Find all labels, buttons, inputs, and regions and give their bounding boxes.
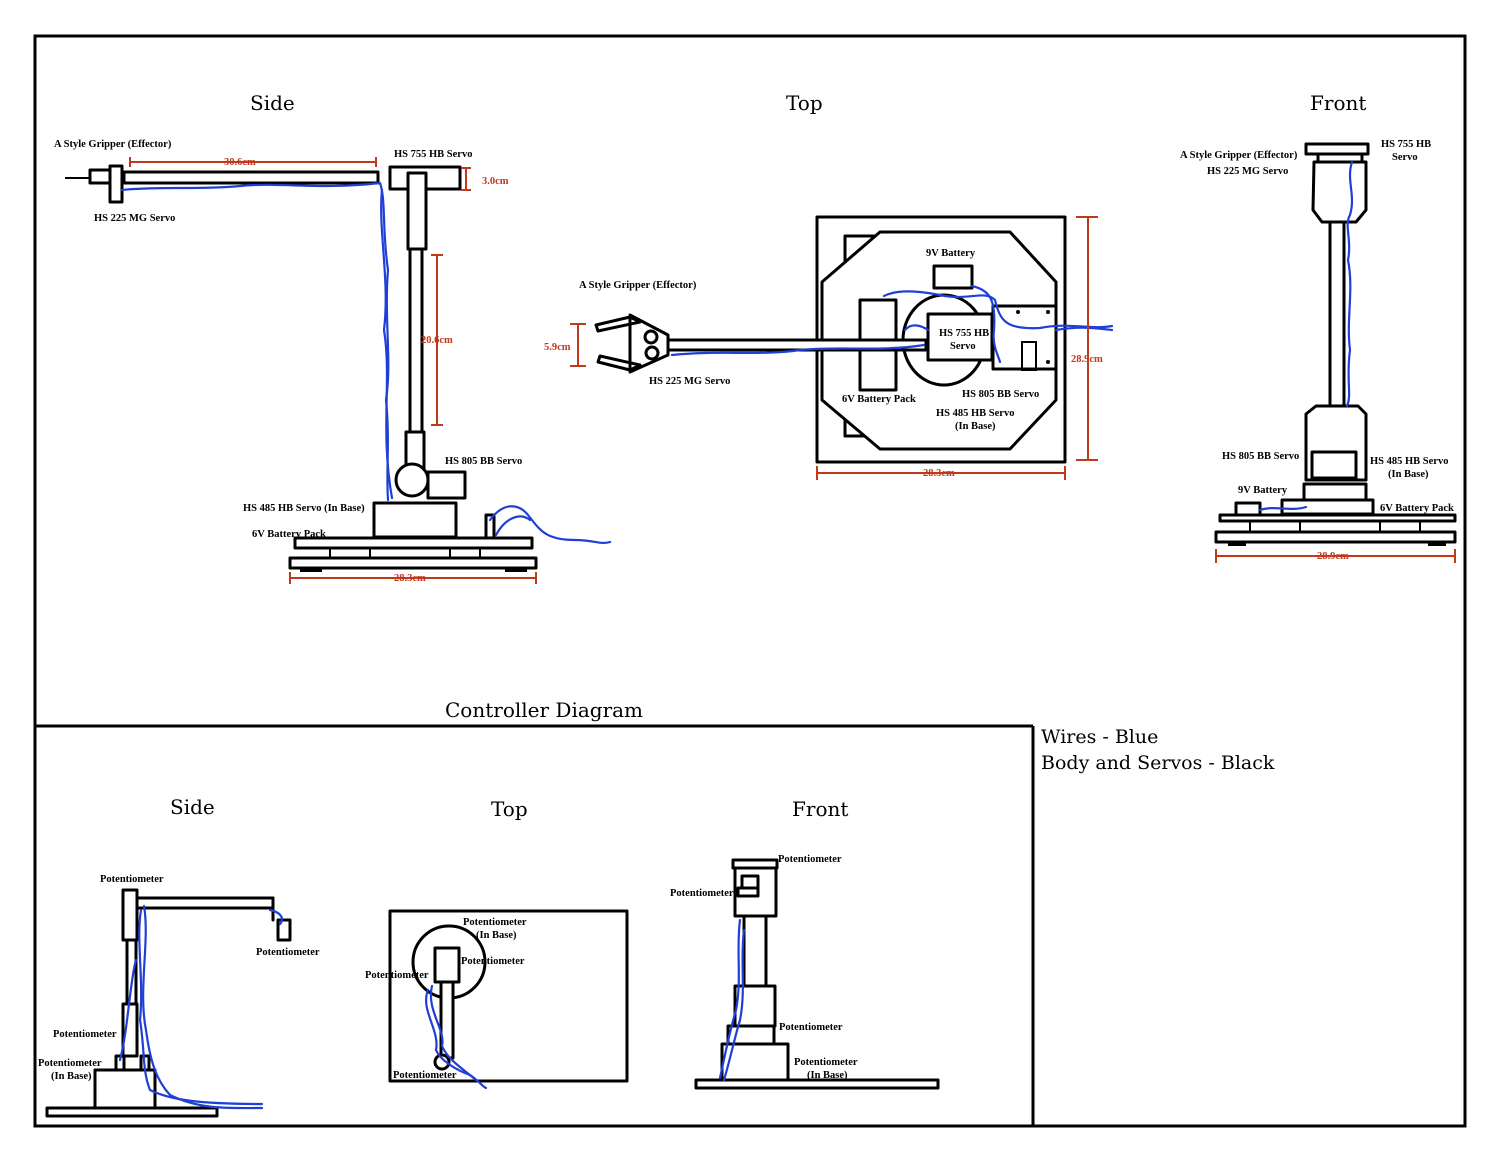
dim-width: 28.3cm: [923, 468, 955, 479]
base-servo-shape: [372, 501, 458, 539]
legend-wires: Wires - Blue: [1041, 726, 1158, 748]
top-label-servo-805: HS 805 BB Servo: [962, 389, 1039, 400]
label-servo-225: HS 225 MG Servo: [94, 213, 175, 224]
front-dim-width: 28.9cm: [1317, 551, 1349, 562]
top-label-gripper: A Style Gripper (Effector): [579, 280, 697, 291]
ctrl-top-pot-left: Potentiometer: [365, 970, 429, 981]
ctrl-top-pot-base-2: (In Base): [476, 930, 517, 941]
front-label-servo-805: HS 805 BB Servo: [1222, 451, 1299, 462]
controller-top-view: Top Potentiometer (In Base) Potentiomete…: [365, 797, 629, 1090]
top-label-servo-485-1: HS 485 HB Servo: [936, 408, 1014, 419]
dim-gripper-open: 5.9cm: [544, 342, 571, 353]
front-label-battery-9v: 9V Battery: [1238, 485, 1288, 496]
ctrl-front-pot-base-1: Potentiometer: [794, 1057, 858, 1068]
legend: Wires - Blue Body and Servos - Black: [1041, 726, 1275, 774]
side-heading: Side: [250, 91, 295, 115]
front-label-servo-485-1: HS 485 HB Servo: [1370, 456, 1448, 467]
shoulder-servo-shape: [426, 470, 467, 500]
front-label-servo-485-2: (In Base): [1388, 469, 1429, 480]
front-arm-column: [1328, 220, 1346, 408]
controller-side-view: Side Potentiometer Potentiometer Potenti…: [38, 795, 320, 1118]
label-battery-6v: 6V Battery Pack: [252, 529, 326, 540]
front-label-servo-755-2: Servo: [1392, 152, 1418, 163]
top-gripper: [594, 313, 670, 374]
front-label-servo-225: HS 225 MG Servo: [1207, 166, 1288, 177]
top-heading: Top: [786, 91, 823, 115]
ctrl-side-pot-top: Potentiometer: [100, 874, 164, 885]
label-servo-805: HS 805 BB Servo: [445, 456, 522, 467]
ctrl-front-heading: Front: [792, 797, 848, 821]
ctrl-top-pot-right: Potentiometer: [461, 956, 525, 967]
top-label-servo-755-2: Servo: [950, 341, 976, 352]
ctrl-side-pot-end: Potentiometer: [256, 947, 320, 958]
ctrl-side-pot-mid: Potentiometer: [53, 1029, 117, 1040]
top-label-battery-6v: 6V Battery Pack: [842, 394, 916, 405]
controller-title: Controller Diagram: [445, 698, 643, 722]
legend-body: Body and Servos - Black: [1041, 752, 1275, 774]
ctrl-top-pot-base-1: Potentiometer: [463, 917, 527, 928]
top-battery-9v: [932, 264, 974, 290]
top-label-servo-225: HS 225 MG Servo: [649, 376, 730, 387]
dim-base-width: 28.3cm: [394, 573, 426, 584]
front-heading: Front: [1310, 91, 1366, 115]
ctrl-side-pot-base-1: Potentiometer: [38, 1058, 102, 1069]
front-gripper-servo: [1311, 160, 1368, 224]
top-label-battery-9v: 9V Battery: [926, 248, 976, 259]
dim-depth: 28.9cm: [1071, 354, 1103, 365]
arm-top-view: Top 5.9cm 28.: [544, 91, 1114, 480]
front-battery-9v: [1234, 501, 1262, 517]
label-servo-485: HS 485 HB Servo (In Base): [243, 503, 365, 514]
side-wire-forearm: [120, 181, 390, 502]
forearm-shape: [122, 170, 380, 185]
ctrl-side-heading: Side: [170, 795, 215, 819]
ctrl-top-pot-bottom: Potentiometer: [393, 1070, 457, 1081]
label-servo-755: HS 755 HB Servo: [394, 149, 472, 160]
arm-side-view: Side 30.6cm: [54, 91, 612, 584]
outer-frame: [33, 34, 1467, 1128]
dim-servo-height: 3.0cm: [482, 176, 509, 187]
front-label-battery-6v: 6V Battery Pack: [1380, 503, 1454, 514]
controller-front-view: Front Potentiometer Potentiometer Potent…: [670, 797, 940, 1090]
front-label-gripper: A Style Gripper (Effector): [1180, 150, 1298, 161]
arm-front-view: Front 28.9cm A Style Gripper (Effector) …: [1180, 91, 1457, 563]
ctrl-front-pot-top: Potentiometer: [778, 854, 842, 865]
ctrl-front-pot-mid: Potentiometer: [779, 1022, 843, 1033]
front-label-servo-755-1: HS 755 HB: [1381, 139, 1431, 150]
ctrl-front-pot-base-2: (In Base): [807, 1070, 848, 1081]
ctrl-top-heading: Top: [491, 797, 528, 821]
top-board: [991, 304, 1058, 371]
top-label-servo-755-1: HS 755 HB: [939, 328, 989, 339]
dim-reach: 30.6cm: [224, 157, 256, 168]
ctrl-side-pot-base-2: (In Base): [51, 1071, 92, 1082]
dim-upper-arm: 20.6cm: [421, 335, 453, 346]
top-label-servo-485-2: (In Base): [955, 421, 996, 432]
ctrl-front-pot-left: Potentiometer: [670, 888, 734, 899]
label-gripper: A Style Gripper (Effector): [54, 139, 172, 150]
